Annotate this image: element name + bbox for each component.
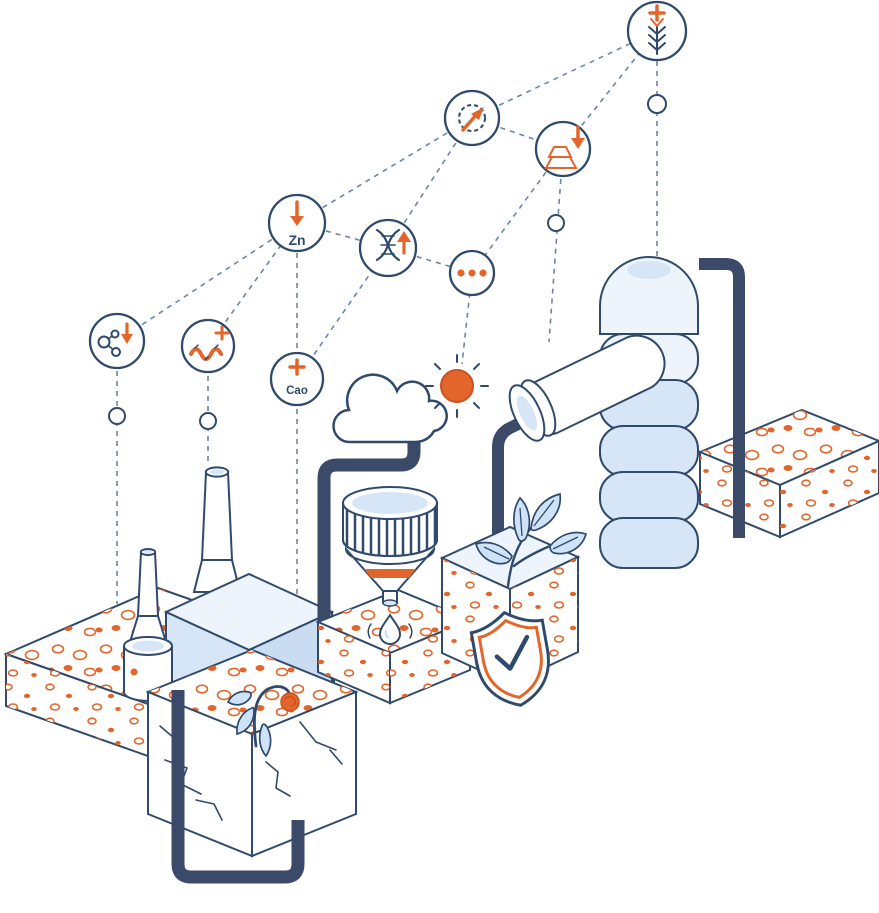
funnel-orange-band (364, 569, 416, 578)
connector-dot (547, 214, 565, 232)
worm-increase-node (180, 318, 236, 374)
tank-valve-dot (130, 668, 138, 676)
dna-increase-node (358, 218, 418, 278)
cao-label: Cao (286, 385, 308, 397)
cao-plus-icon (288, 358, 306, 376)
right-soil-slab (697, 408, 879, 539)
network-nodes: Zn (88, 0, 688, 430)
gold-decrease-node (534, 120, 592, 178)
zinc-decrease-node: Zn (267, 193, 327, 253)
molecule-down-arrow-icon (97, 322, 133, 357)
small-stack (128, 548, 168, 643)
more-node (448, 249, 496, 297)
zinc-label: Zn (288, 232, 305, 248)
dna-up-arrow-icon (375, 228, 411, 262)
tower-dome (599, 256, 699, 335)
water-drop-icon (367, 613, 413, 645)
wheat-increase-node (626, 0, 688, 62)
u-pipe (171, 690, 305, 884)
silo-tower (599, 256, 699, 569)
large-chimney (192, 466, 242, 593)
gold-bars-down-arrow-icon (544, 125, 585, 169)
horizontal-drum (508, 334, 666, 442)
shield-check-icon (469, 610, 550, 707)
ellipsis-icon (457, 269, 487, 277)
cao-increase-node: Cao (269, 351, 325, 407)
tower-pipe (699, 258, 745, 538)
wheat-plus-icon (648, 4, 666, 55)
drum-down-pipe (492, 410, 537, 545)
check-mark (494, 634, 530, 671)
recycle-up-arrow-icon (458, 104, 486, 132)
wilted-flower (280, 692, 300, 712)
connector-dot (199, 412, 217, 430)
recycle-increase-node (443, 89, 501, 147)
worm-plus-icon (189, 325, 230, 361)
wilted-plant (226, 685, 300, 758)
connector-dots (108, 94, 667, 430)
funnel (342, 486, 438, 645)
connector-dot (108, 407, 126, 425)
sun-icon (425, 354, 489, 418)
funnel-stripes (345, 503, 437, 556)
main-pipe (317, 410, 421, 640)
connector-dot (647, 94, 667, 114)
zinc-down-arrow-icon (290, 200, 304, 226)
cloud-icon (332, 373, 448, 444)
molecule-decrease-node (88, 312, 146, 370)
leaf-sprout (474, 492, 588, 588)
